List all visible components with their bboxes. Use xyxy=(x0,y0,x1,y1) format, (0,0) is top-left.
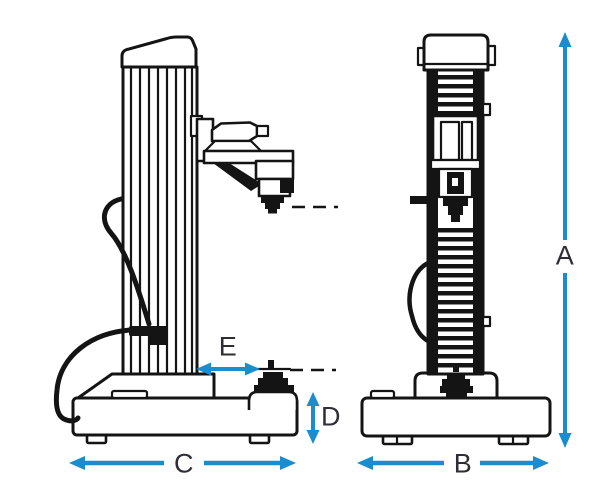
load-cell-connector xyxy=(280,178,294,193)
front-view-cable-loop xyxy=(407,260,431,344)
side-view-lower-fixture xyxy=(247,360,299,410)
front-view-side-arm xyxy=(410,196,428,204)
side-view-base xyxy=(71,396,299,437)
front-view-lower-fixture xyxy=(440,364,473,398)
column-side-knob xyxy=(481,315,492,328)
front-view-drawing xyxy=(360,33,552,446)
front-view-crosshead xyxy=(429,114,482,171)
dim-arrow-c xyxy=(69,456,296,470)
front-view-column xyxy=(410,68,492,376)
side-view-top-cap xyxy=(120,35,198,69)
dim-label-b: B xyxy=(453,448,473,479)
side-view-cable-upper xyxy=(101,196,152,327)
dim-arrow-e xyxy=(196,362,260,376)
side-view-crosshead-arm xyxy=(189,114,295,214)
crosshead-motor xyxy=(210,121,259,143)
dim-arrow-d xyxy=(306,392,320,444)
dim-label-d: D xyxy=(321,401,341,432)
cable-clamp xyxy=(129,326,168,336)
side-view-drawing xyxy=(53,35,299,445)
front-view-base-tab xyxy=(369,389,396,400)
dim-label-a: A xyxy=(555,240,575,271)
dim-arrow-a xyxy=(558,32,572,448)
dim-label-c: C xyxy=(174,448,194,479)
front-view-load-cell xyxy=(437,167,474,222)
side-view-cable-loop xyxy=(53,327,134,424)
load-cell xyxy=(254,159,295,181)
side-view-base-tab xyxy=(110,389,149,400)
cable-clamp-block xyxy=(150,336,166,345)
upper-grip xyxy=(261,195,284,214)
dim-label-e: E xyxy=(218,331,238,362)
column-rail-right xyxy=(473,70,483,374)
dim-arrow-b xyxy=(357,456,549,470)
front-view-top-cap xyxy=(416,33,497,72)
leadscrew-rungs-top xyxy=(438,75,473,116)
column-rail-left xyxy=(428,70,438,374)
fixture-pin xyxy=(268,360,274,370)
column-side-knob xyxy=(481,102,492,117)
front-view-base xyxy=(360,396,552,438)
crosshead-brace xyxy=(213,163,262,191)
fixture-bell xyxy=(247,390,299,410)
